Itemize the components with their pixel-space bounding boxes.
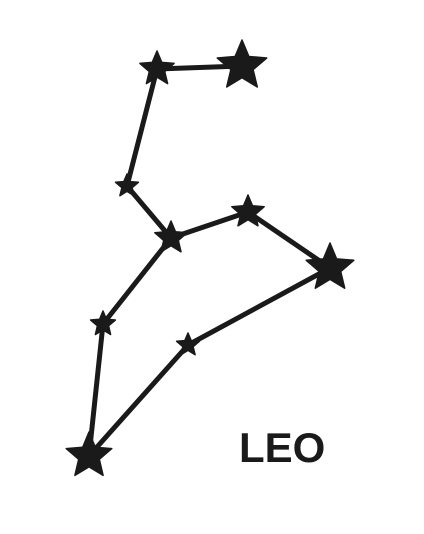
star-3-icon xyxy=(114,173,140,197)
line-star4-star8 xyxy=(100,235,174,327)
constellation-name-label: LEO xyxy=(239,424,326,471)
star-8-icon xyxy=(89,310,117,336)
star-4-icon xyxy=(154,220,188,253)
line-star6-star7 xyxy=(185,265,333,348)
star-9-icon xyxy=(65,431,113,477)
line-star8-star9 xyxy=(86,321,106,459)
star-2-icon xyxy=(216,39,268,88)
constellation-lines xyxy=(86,63,333,459)
star-6-icon xyxy=(305,242,355,289)
constellation-stars xyxy=(65,39,355,477)
line-star7-star9 xyxy=(86,342,191,459)
star-7-icon xyxy=(175,332,201,356)
star-1-icon xyxy=(139,50,175,85)
line-star1-star3 xyxy=(124,66,160,189)
line-star5-star6 xyxy=(245,209,333,271)
star-5-icon xyxy=(231,194,265,227)
